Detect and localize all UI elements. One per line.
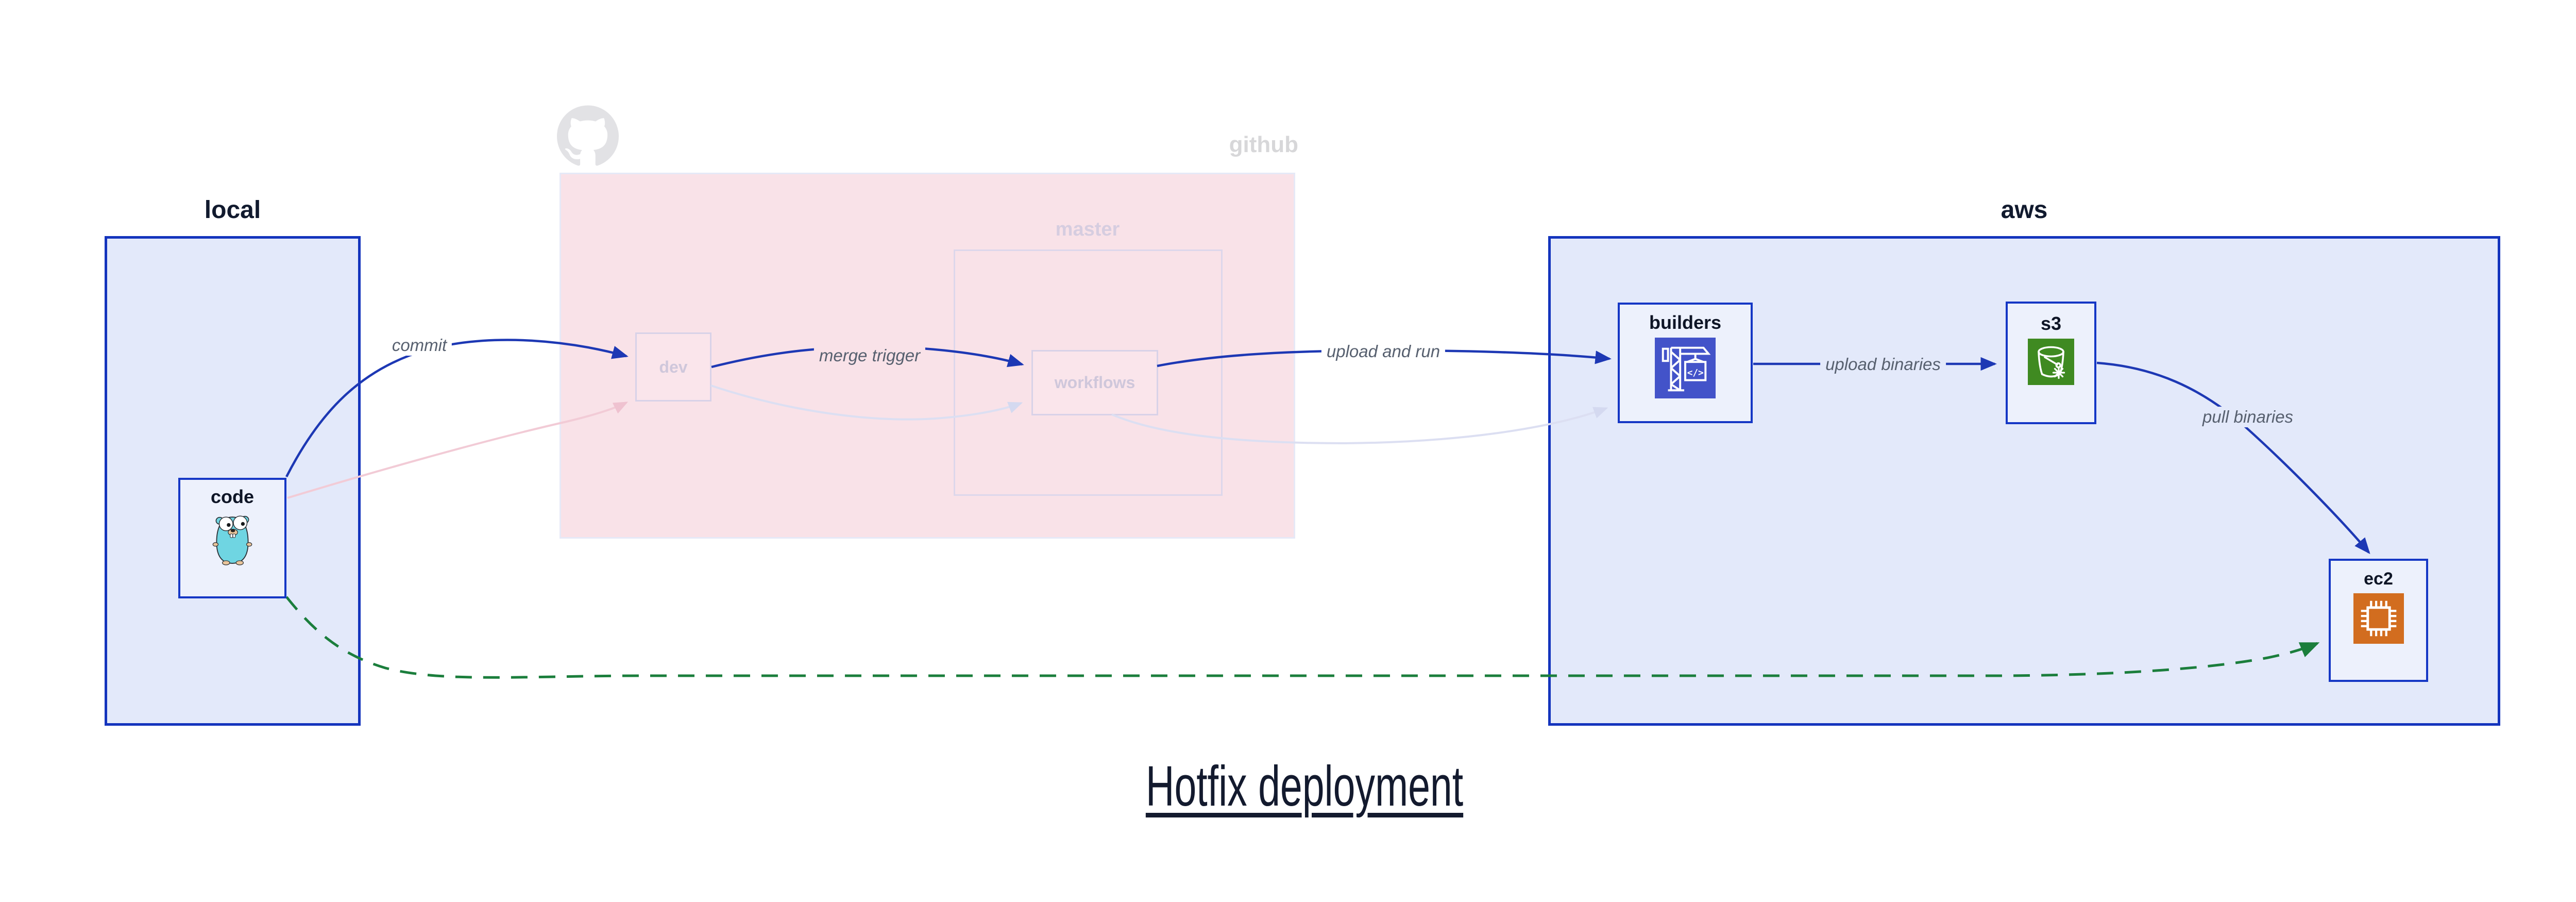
diagram-title: Hotfix deployment [1145, 755, 1464, 818]
node-s3: s3 [2006, 302, 2096, 424]
aws-codebuild-icon: </> [1655, 338, 1716, 398]
node-workflows-label: workflows [1054, 373, 1136, 392]
region-master-branch [954, 249, 1223, 496]
edge-label-commit: commit [386, 335, 452, 356]
node-ec2: ec2 [2329, 559, 2428, 682]
aws-s3-bucket-icon [2028, 339, 2074, 385]
region-local-title: local [204, 196, 261, 224]
node-ec2-label: ec2 [2364, 569, 2393, 589]
node-code: code [178, 478, 286, 598]
github-octocat-icon [557, 105, 619, 166]
node-dev-label: dev [659, 357, 688, 376]
edge-label-pull-binaries: pull binaries [2197, 407, 2299, 427]
edge-label-merge-trigger: merge trigger [814, 345, 926, 366]
edge-label-upload-and-run: upload and run [1321, 341, 1446, 362]
region-aws-title: aws [2001, 196, 2048, 224]
node-code-label: code [210, 486, 255, 507]
node-s3-label: s3 [2040, 313, 2062, 334]
go-gopher-icon [212, 515, 252, 565]
region-github-title: github [1229, 132, 1298, 157]
edge-label-upload-binaries: upload binaries [1820, 354, 1946, 375]
svg-text:</>: </> [1687, 368, 1704, 378]
region-master-title: master [1055, 219, 1120, 240]
node-dev: dev [635, 332, 711, 402]
node-workflows: workflows [1031, 350, 1158, 415]
aws-ec2-chip-icon [2353, 593, 2404, 644]
node-builders-label: builders [1649, 312, 1722, 333]
node-builders: builders </> [1618, 303, 1753, 423]
